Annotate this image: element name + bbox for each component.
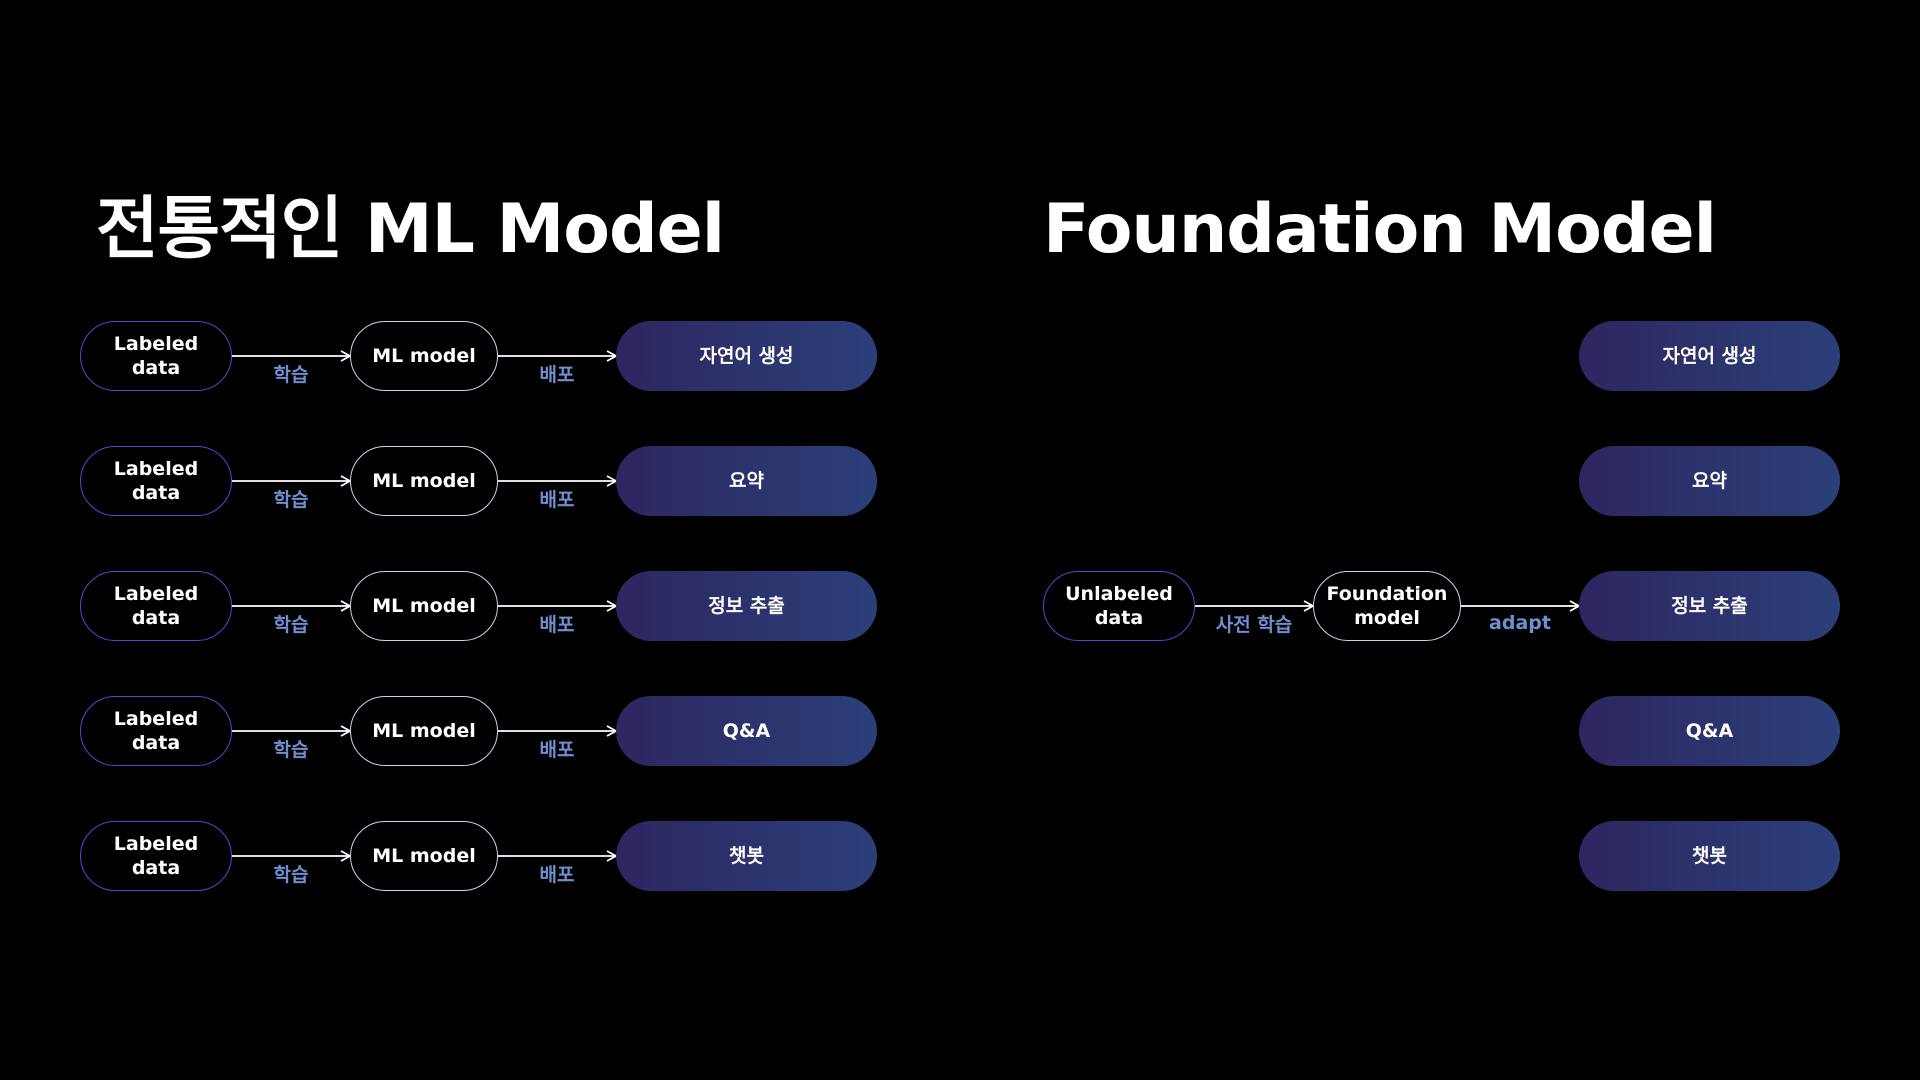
train-edge-label: 학습 — [273, 614, 309, 636]
train-edge-label: 학습 — [273, 864, 309, 886]
ml-model-node: ML model — [350, 321, 498, 391]
task-node-chatbot: 챗봇 — [616, 821, 877, 891]
deploy-edge-label: 배포 — [539, 614, 575, 636]
fm-task-node-information-extraction: 정보 추출 — [1579, 571, 1840, 641]
train-edge-label: 학습 — [273, 739, 309, 761]
deploy-edge-label: 배포 — [539, 864, 575, 886]
adapt-edge-label: adapt — [1489, 612, 1551, 634]
unlabeled-data-node: Unlabeled data — [1043, 571, 1195, 641]
foundation-model-title: Foundation Model — [1043, 190, 1717, 269]
task-node-summarization: 요약 — [616, 446, 877, 516]
deploy-edge-label: 배포 — [539, 739, 575, 761]
labeled-data-node: Labeled data — [80, 321, 232, 391]
labeled-data-node: Labeled data — [80, 446, 232, 516]
task-node-information-extraction: 정보 추출 — [616, 571, 877, 641]
task-node-qa: Q&A — [616, 696, 877, 766]
deploy-edge-label: 배포 — [539, 489, 575, 511]
fm-task-node-summarization: 요약 — [1579, 446, 1840, 516]
train-edge-label: 학습 — [273, 364, 309, 386]
ml-model-node: ML model — [350, 821, 498, 891]
task-node-text-generation: 자연어 생성 — [616, 321, 877, 391]
labeled-data-node: Labeled data — [80, 696, 232, 766]
ml-model-node: ML model — [350, 446, 498, 516]
labeled-data-node: Labeled data — [80, 821, 232, 891]
fm-task-node-chatbot: 챗봇 — [1579, 821, 1840, 891]
fm-task-node-qa: Q&A — [1579, 696, 1840, 766]
fm-task-node-text-generation: 자연어 생성 — [1579, 321, 1840, 391]
pretrain-edge-label: 사전 학습 — [1215, 614, 1293, 636]
train-edge-label: 학습 — [273, 489, 309, 511]
foundation-model-node: Foundation model — [1313, 571, 1461, 641]
ml-model-node: ML model — [350, 571, 498, 641]
ml-model-node: ML model — [350, 696, 498, 766]
labeled-data-node: Labeled data — [80, 571, 232, 641]
deploy-edge-label: 배포 — [539, 364, 575, 386]
traditional-ml-title: 전통적인 ML Model — [96, 190, 725, 269]
